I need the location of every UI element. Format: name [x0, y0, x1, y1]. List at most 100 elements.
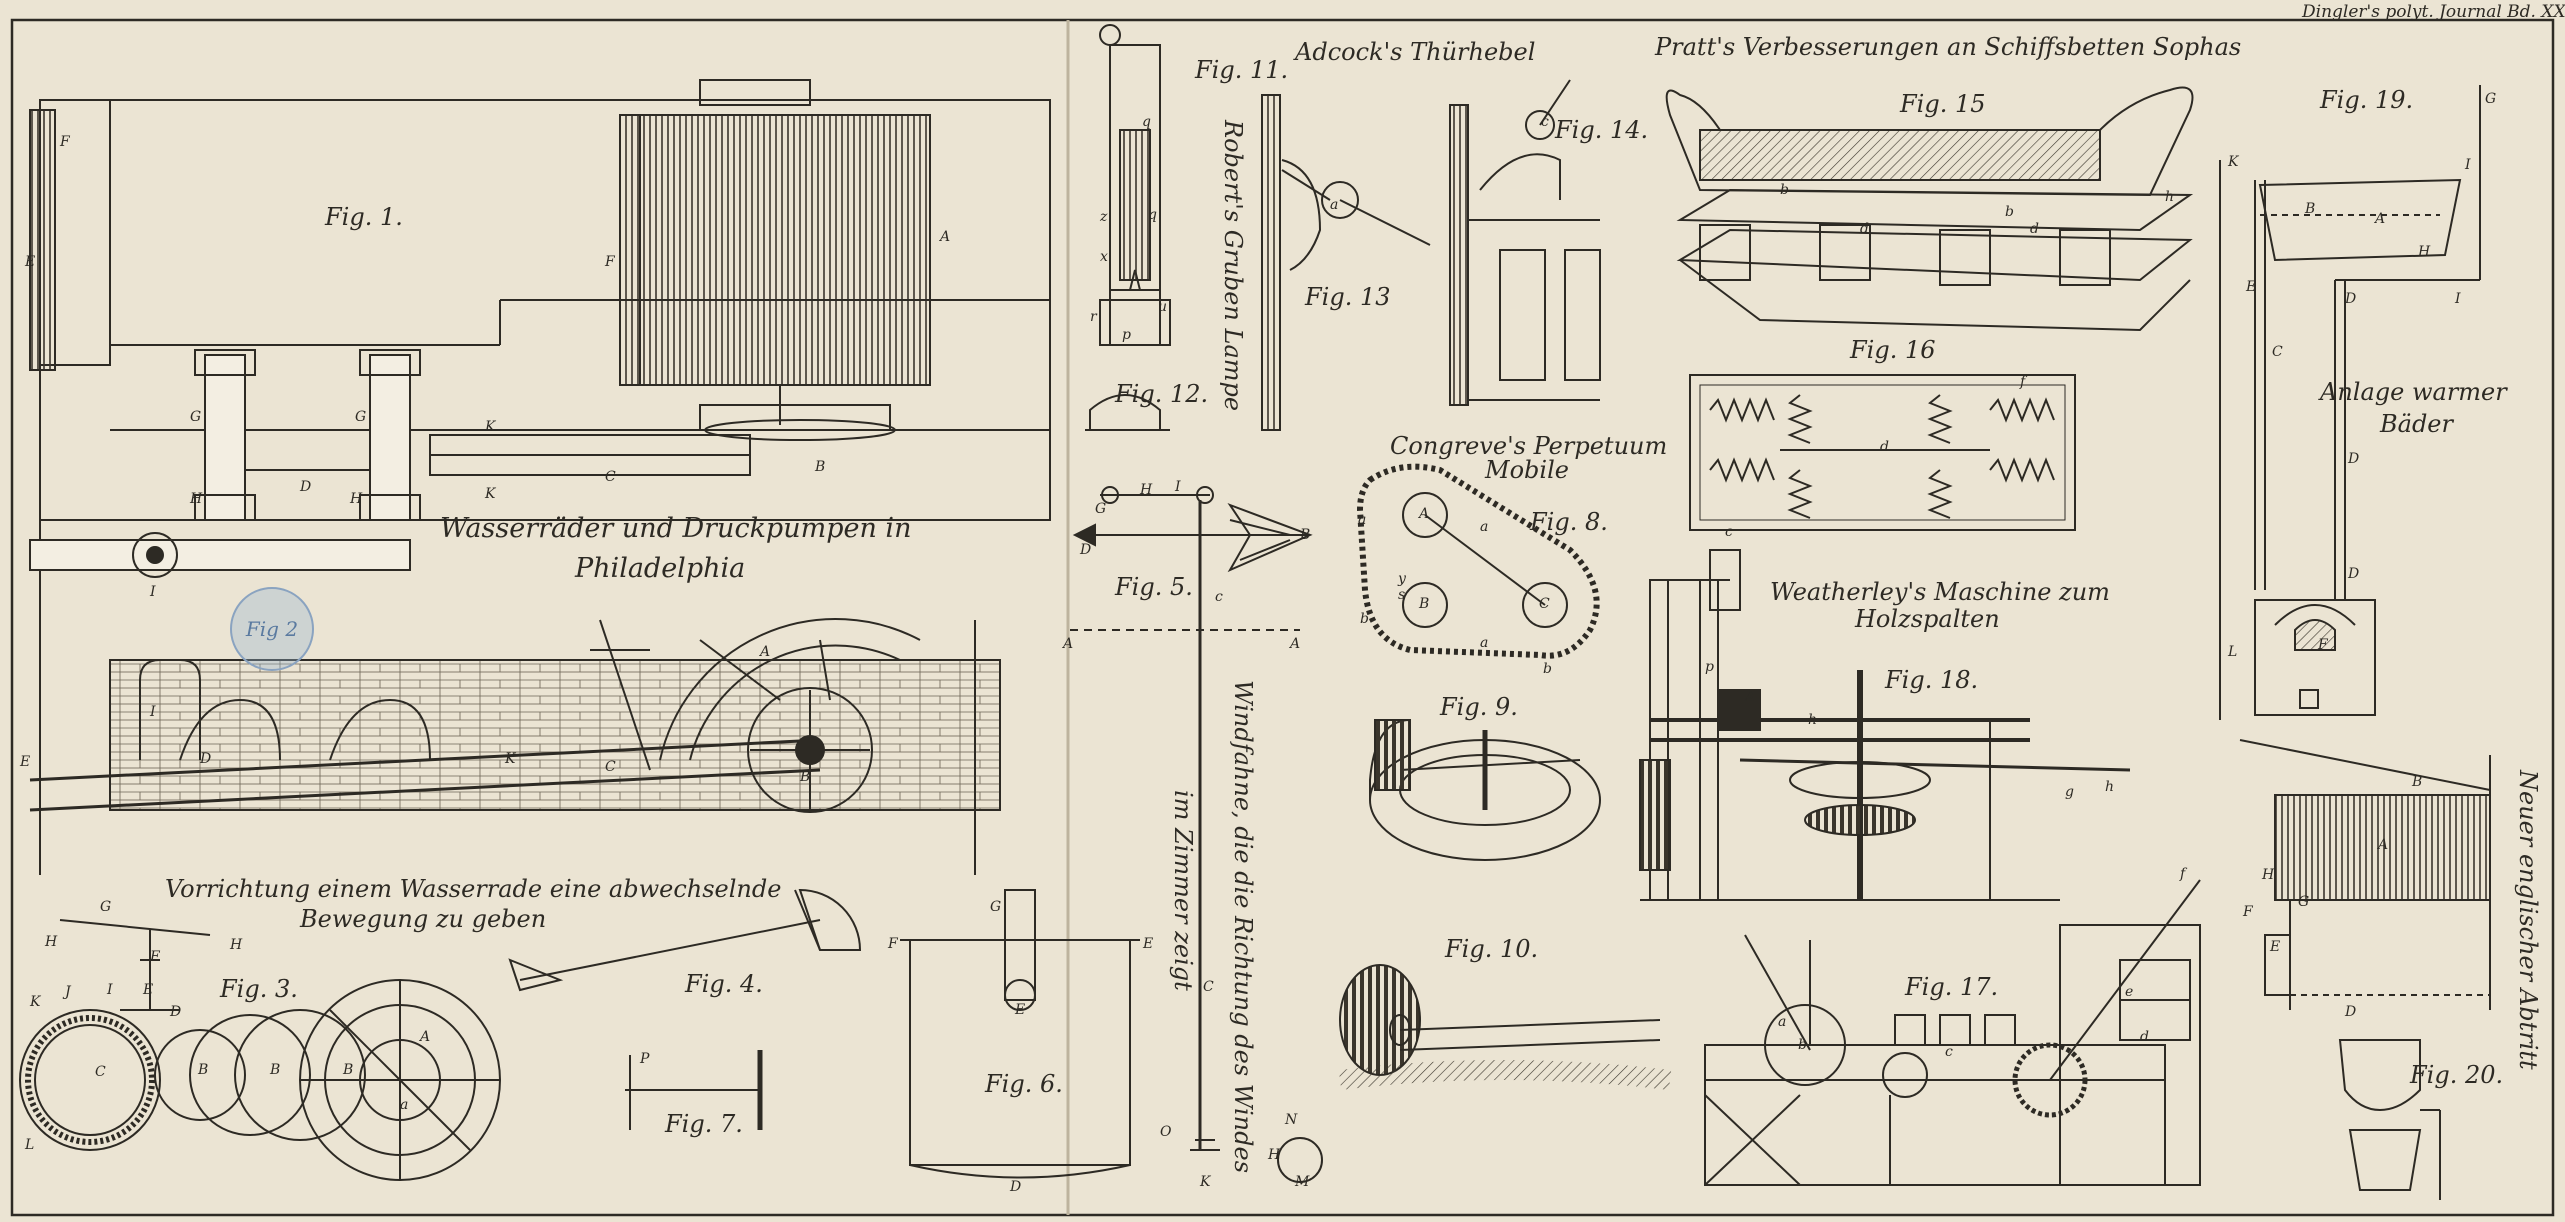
letter-b: b [1360, 611, 1369, 627]
fig4-drawing [508, 888, 862, 992]
letter-B: B [198, 1062, 209, 1078]
letter-s: s [1398, 587, 1406, 603]
fig6-drawing [900, 889, 1140, 1179]
letter-G: G [355, 409, 367, 425]
letter-A: A [1419, 506, 1430, 522]
letter-B: B [815, 459, 826, 475]
letter-h: h [2105, 779, 2115, 795]
fig8-drawing [1356, 463, 1600, 659]
fig3-drawing [19, 919, 501, 1181]
letter-G: G [190, 409, 202, 425]
fig9-label: Fig. 9. [1440, 693, 1518, 721]
letter-A: A [1063, 636, 1074, 652]
title-water-wheels-line2: Philadelphia [575, 553, 746, 584]
title-wind-vane-line1: Windfahne, die die Richtung des Windes [1229, 680, 1257, 1174]
letter-H: H [230, 937, 243, 953]
fig13-drawing [1261, 94, 1431, 431]
letter-I: I [107, 982, 113, 998]
letter-p: p [1122, 327, 1131, 343]
letter-E: E [2246, 279, 2257, 295]
letter-q: q [1142, 114, 1151, 130]
title-alternating-line2: Bewegung zu geben [300, 905, 547, 933]
fig12-drawing [1085, 394, 1170, 431]
letter-L: L [2228, 644, 2238, 660]
letter-K: K [505, 751, 516, 767]
letter-K: K [485, 486, 496, 502]
letter-a: a [1358, 512, 1367, 528]
letter-M: M [1295, 1174, 1310, 1190]
letter-E: E [2270, 939, 2281, 955]
letter-E: E [25, 254, 36, 270]
letter-b: b [1543, 661, 1552, 677]
letter-y: y [1398, 571, 1406, 587]
letter-I: I [150, 704, 156, 720]
letter-B: B [270, 1062, 281, 1078]
letter-G: G [2485, 91, 2497, 107]
letter-H: H [45, 934, 58, 950]
letter-r: r [1090, 309, 1097, 325]
letter-D: D [2348, 451, 2360, 467]
letter-p: p [1705, 659, 1714, 675]
title-weatherley-line2: Holzspalten [1855, 605, 2000, 633]
letter-c: c [1541, 114, 1549, 130]
letter-u: u [1158, 299, 1168, 315]
fig14-drawing [1449, 79, 1601, 406]
letter-C: C [1539, 596, 1550, 612]
letter-g: g [2065, 784, 2074, 800]
letter-B: B [2305, 201, 2316, 217]
title-weatherley-line1: Weatherley's Maschine zum [1770, 578, 2110, 606]
letter-a: a [1778, 1014, 1787, 1030]
letter-D: D [200, 751, 212, 767]
title-adcock: Adcock's Thürhebel [1295, 38, 1536, 66]
letter-K: K [30, 994, 41, 1010]
letter-b: b [2005, 204, 2014, 220]
letter-a: a [1480, 519, 1489, 535]
letter-F: F [2318, 637, 2328, 653]
letter-d: d [1880, 439, 1889, 455]
letter-c: c [1945, 1044, 1953, 1060]
letter-H: H [350, 491, 363, 507]
fig16-drawing [1689, 374, 2076, 531]
title-baths-line2: Bäder [2380, 410, 2453, 438]
letter-c: c [1215, 589, 1223, 605]
letter-H: H [2262, 867, 2275, 883]
letter-B: B [1419, 596, 1430, 612]
letter-D: D [1010, 1179, 1022, 1195]
fig10-drawing [1338, 964, 1672, 1090]
fig13-label: Fig. 13 [1305, 283, 1391, 311]
fig15-drawing [1665, 86, 2194, 332]
letter-n: h [1808, 712, 1818, 728]
fig2-drawing [29, 618, 1001, 875]
fig8-label: Fig. 8. [1530, 508, 1608, 536]
letter-D: D [2345, 1004, 2357, 1020]
fig1-drawing [29, 79, 1051, 860]
letter-b: b [1798, 1037, 1807, 1053]
letter-E: E [1143, 936, 1154, 952]
letter-x: x [1100, 249, 1108, 265]
letter-K: K [2228, 154, 2239, 170]
letter-A: A [1745, 689, 1756, 705]
fig12-label: Fig. 12. [1115, 380, 1209, 408]
title-congreve-line2: Mobile [1485, 456, 1569, 484]
letter-B: B [1300, 527, 1311, 543]
letter-C: C [2272, 344, 2283, 360]
letter-q: q [1148, 207, 1157, 223]
title-baths-line1: Anlage warmer [2320, 378, 2507, 406]
fig6-label: Fig. 6. [985, 1070, 1063, 1098]
letter-f: f [2020, 374, 2026, 390]
letter-N: N [1285, 1112, 1298, 1128]
fig17-drawing [1704, 879, 2201, 1186]
letter-C: C [1203, 979, 1214, 995]
fig9-drawing [1369, 719, 1601, 861]
fig11-drawing [1099, 24, 1171, 346]
letter-B: B [800, 769, 811, 785]
letter-c: c [1725, 524, 1733, 540]
letter-I: I [150, 584, 156, 600]
title-wind-vane-line2: im Zimmer zeigt [1169, 790, 1197, 991]
title-abtritt: Neuer englischer Abtritt [2514, 770, 2542, 1070]
fig3-label: Fig. 3. [220, 975, 298, 1003]
letter-a: a [1330, 197, 1339, 213]
letter-D: D [2345, 291, 2357, 307]
title-roberts: Robert's Gruben Lampe [1219, 120, 1247, 412]
